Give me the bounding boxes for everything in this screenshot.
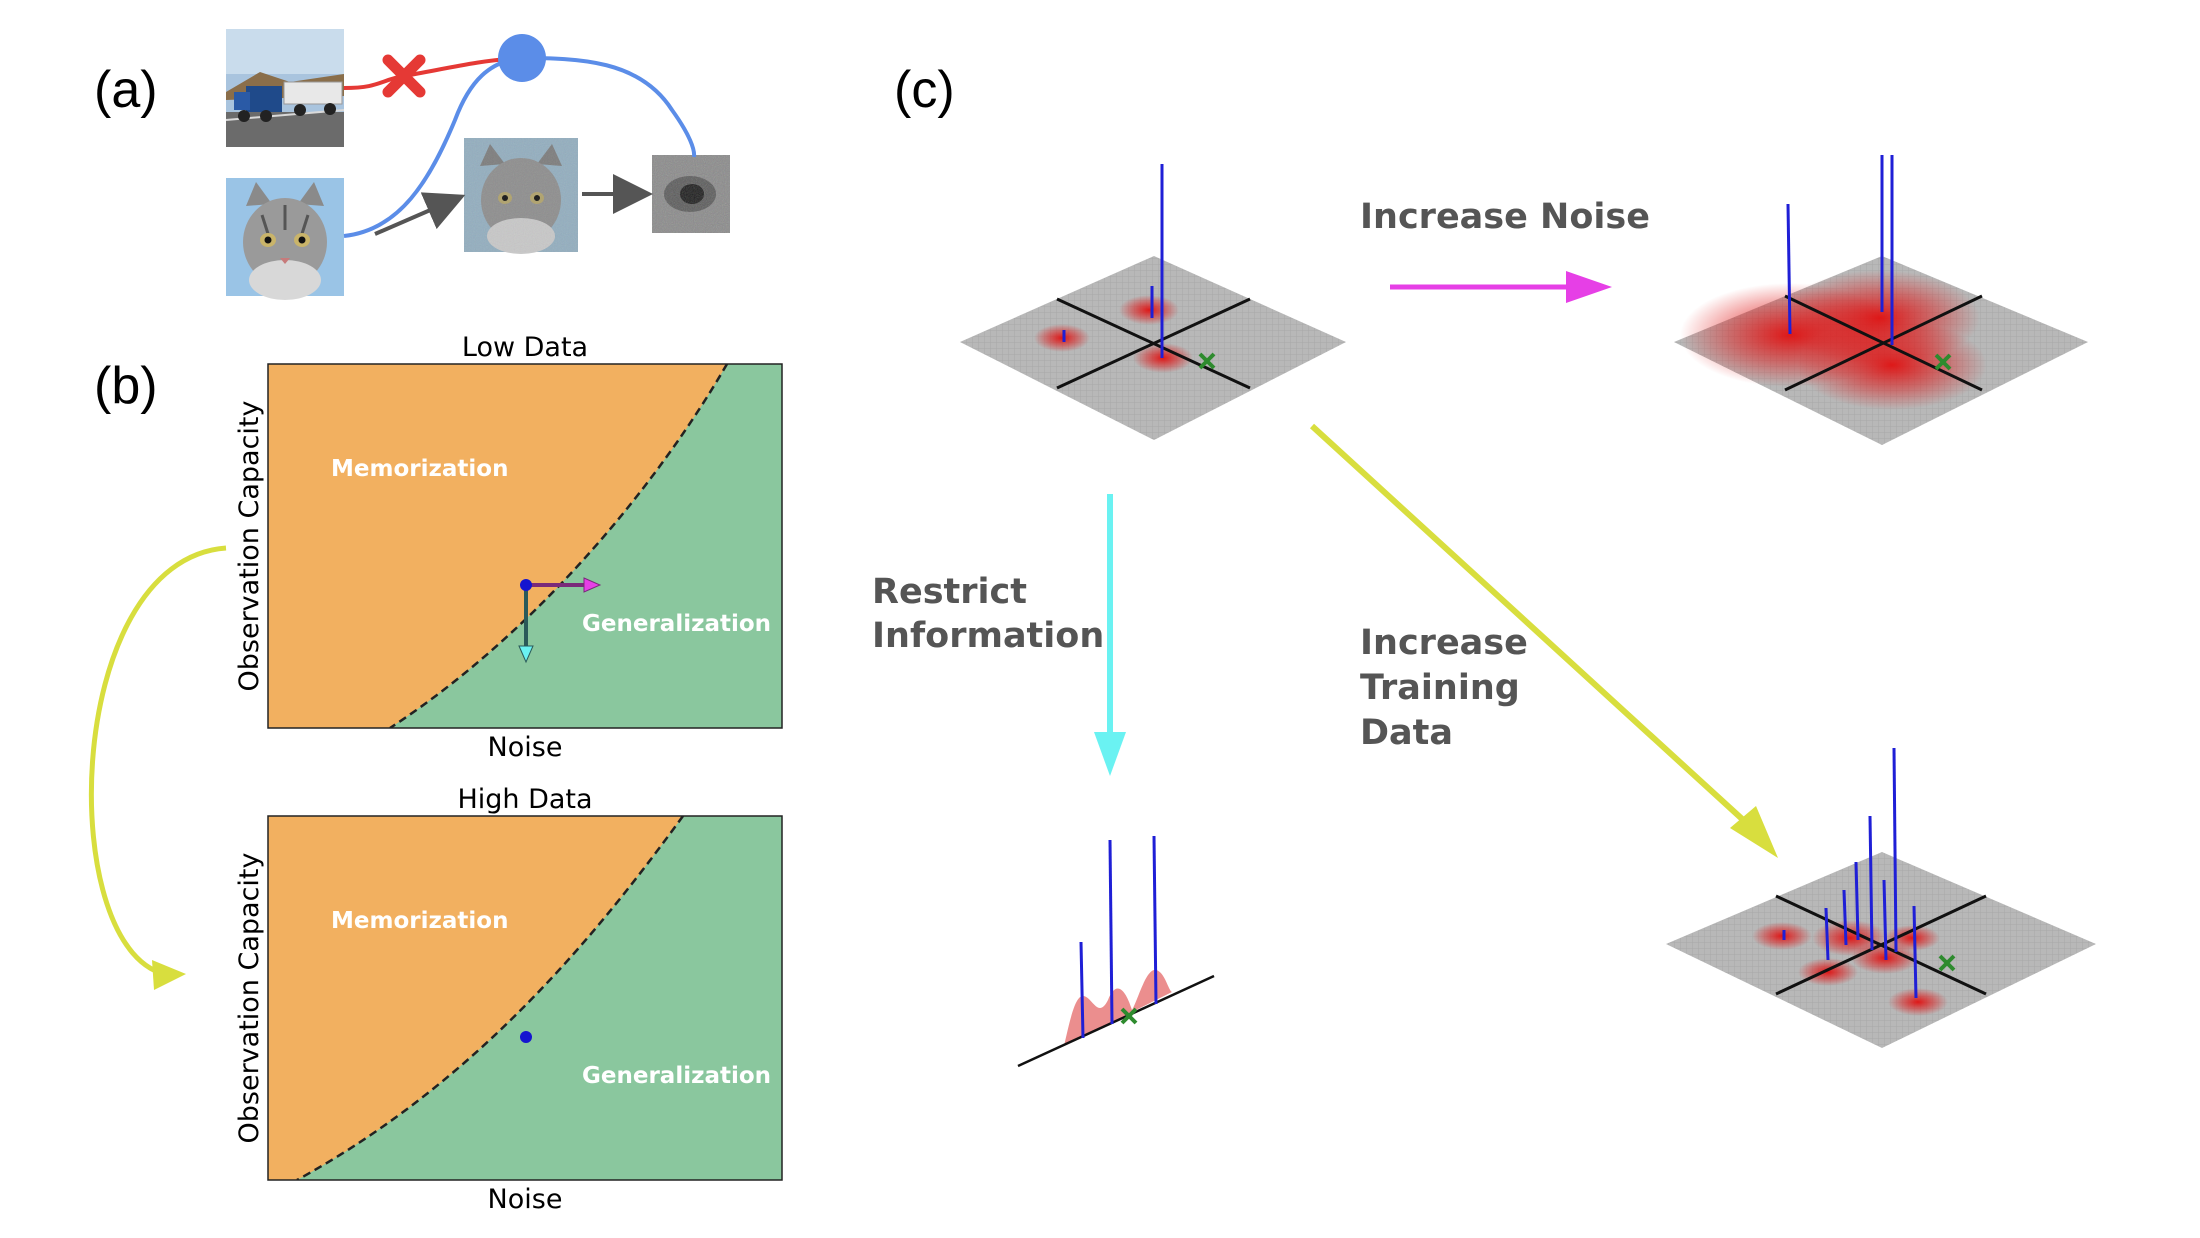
boundary-line bbox=[389, 364, 729, 728]
label-restrict-line-2: Information bbox=[872, 616, 1104, 656]
xlabel: Noise bbox=[488, 1184, 563, 1215]
plot-high-data: High Data Memorization Generalization No… bbox=[234, 784, 783, 1215]
generalization-label: Generalization bbox=[582, 611, 771, 637]
plot-title-high-data: High Data bbox=[457, 784, 592, 815]
cat-image bbox=[226, 178, 344, 300]
blue-path-to-eye bbox=[519, 56, 697, 158]
operating-point bbox=[520, 579, 532, 591]
truck-image bbox=[225, 29, 345, 147]
plane-increased-noise bbox=[1674, 155, 2088, 445]
plot-title-low-data: Low Data bbox=[462, 332, 588, 363]
memorization-label: Memorization bbox=[331, 908, 508, 934]
label-increase-data-line-3: Data bbox=[1360, 713, 1453, 753]
red-path bbox=[343, 56, 521, 90]
cat-noisy-image bbox=[464, 138, 578, 254]
green-x-marker bbox=[1120, 1007, 1138, 1025]
label-increase-noise: Increase Noise bbox=[1360, 197, 1650, 237]
line-restricted bbox=[1017, 835, 1215, 1068]
panel-c-letter: (c) bbox=[894, 61, 955, 119]
green-x-marker bbox=[1198, 352, 1216, 370]
label-increase-data-line-2: Training bbox=[1360, 668, 1520, 708]
blue-path-from-cat bbox=[343, 56, 521, 238]
label-restrict-line-1: Restrict bbox=[872, 572, 1027, 612]
plot-low-data: Low Data Memorization Generalization Noi… bbox=[234, 332, 783, 763]
yellow-curved-arrow bbox=[88, 545, 227, 978]
green-x-marker bbox=[1934, 353, 1952, 371]
ylabel: Observation Capacity bbox=[234, 400, 265, 691]
xlabel: Noise bbox=[488, 732, 563, 763]
blue-node-icon bbox=[498, 34, 546, 82]
green-x-marker bbox=[1938, 954, 1956, 972]
generalization-label: Generalization bbox=[582, 1063, 771, 1089]
gray-arrow-cat-to-noisy bbox=[374, 192, 466, 236]
panel-a-letter: (a) bbox=[94, 61, 158, 119]
plane-initial bbox=[960, 164, 1346, 440]
ylabel: Observation Capacity bbox=[234, 852, 265, 1143]
cat-eye-noisy-image bbox=[652, 155, 730, 233]
panel-b-letter: (b) bbox=[94, 357, 158, 415]
yellow-diagonal-arrow bbox=[1309, 423, 1755, 831]
label-increase-data-line-1: Increase bbox=[1360, 623, 1528, 663]
plane-more-data bbox=[1666, 747, 2096, 1048]
memorization-label: Memorization bbox=[331, 456, 508, 482]
operating-point bbox=[520, 1031, 532, 1043]
red-x-icon bbox=[382, 54, 426, 98]
